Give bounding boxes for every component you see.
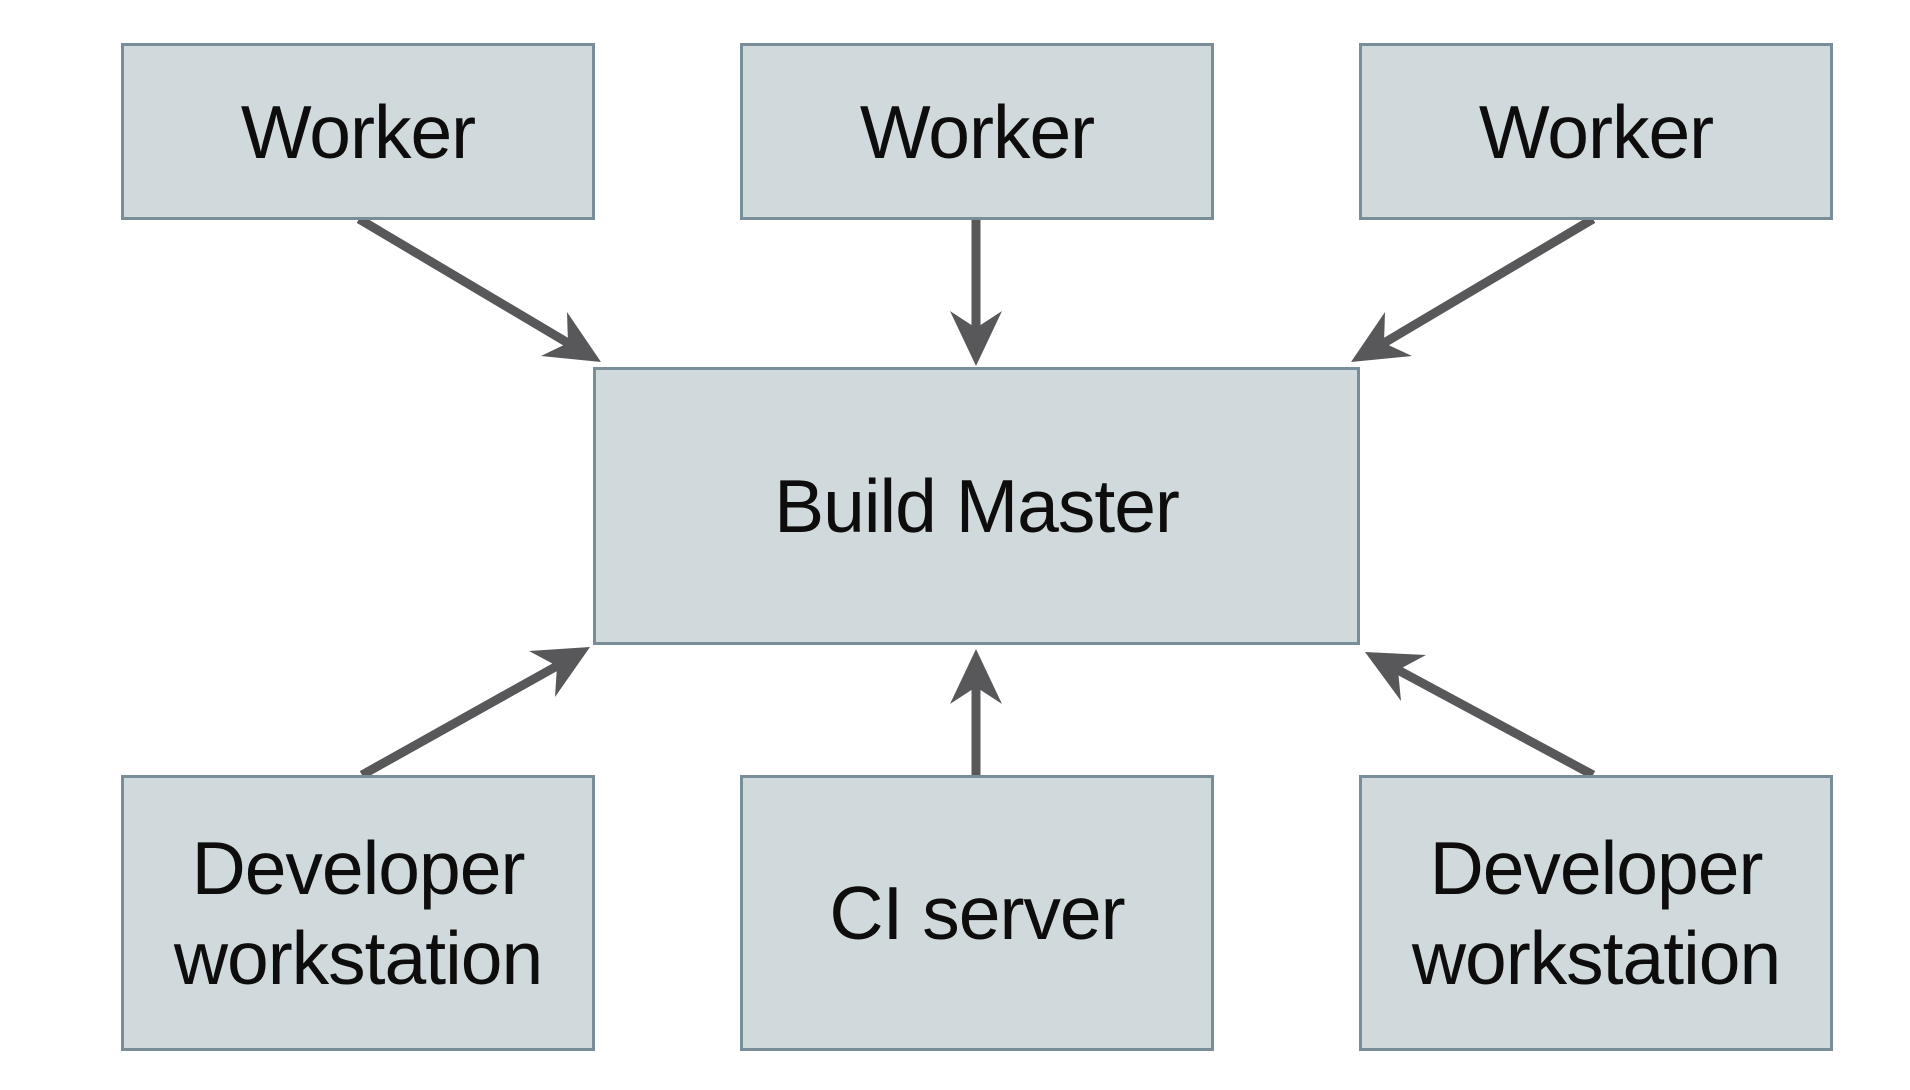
arrow-worker-1-to-build-master [356,215,601,362]
arrow-worker-2-to-build-master [950,219,1002,366]
node-label: Worker [859,89,1095,174]
arrow-worker-3-to-build-master [1351,215,1596,362]
node-build-master: Build Master [593,367,1360,645]
node-ci-server: CI server [740,775,1214,1051]
node-label: Build Master [774,464,1180,548]
node-label: Worker [240,89,476,174]
arrow-dev-workstation-2-to-build-master [1365,652,1596,779]
node-label: CI server [829,871,1125,955]
arrow-dev-workstation-1-to-build-master [359,647,590,779]
node-dev-workstation-2: Developer workstation [1359,775,1833,1051]
node-worker-1: Worker [121,43,595,220]
node-worker-3: Worker [1359,43,1833,220]
node-worker-2: Worker [740,43,1214,220]
node-label: Worker [1478,89,1714,174]
arrow-ci-server-to-build-master [950,649,1002,775]
node-label: Developer workstation [173,826,543,1000]
node-dev-workstation-1: Developer workstation [121,775,595,1051]
node-label: Developer workstation [1411,826,1781,1000]
